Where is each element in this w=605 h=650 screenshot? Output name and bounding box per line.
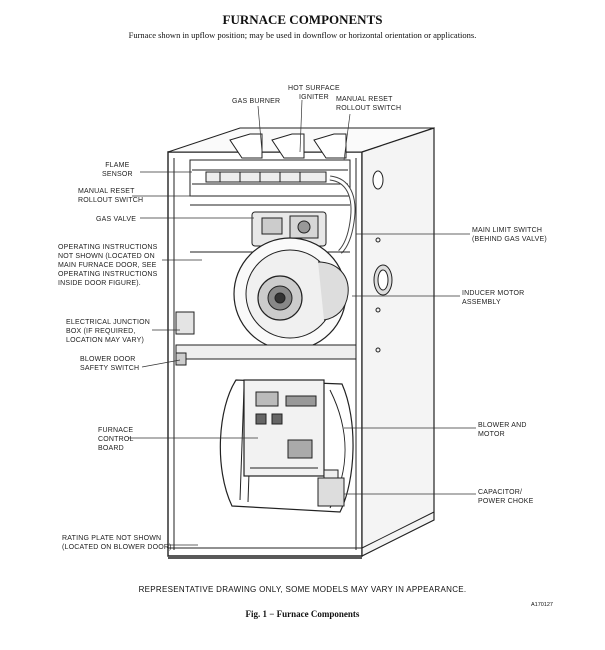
label-gas-valve: GAS VALVE <box>96 216 137 223</box>
capacitor <box>317 477 345 507</box>
drawing-code: A170127 <box>530 602 553 608</box>
page-title: FURNACE COMPONENTS <box>222 12 383 27</box>
junction-box <box>175 311 195 335</box>
label-furnace-control-board: FURNACE CONTROL BOARD <box>98 427 134 452</box>
label-electrical-junction-box: ELECTRICAL JUNCTION BOX (IF REQUIRED, LO… <box>66 319 151 344</box>
label-main-limit-switch: MAIN LIMIT SWITCH (BEHIND GAS VALVE) <box>472 227 547 243</box>
gas-valve <box>251 211 327 247</box>
label-manual-reset-rollout-top: MANUAL RESET ROLLOUT SWITCH <box>336 96 402 112</box>
label-rating-plate: RATING PLATE NOT SHOWN (LOCATED ON BLOWE… <box>62 535 172 551</box>
label-gas-burner: GAS BURNER <box>232 98 281 105</box>
representative-note: REPRESENTATIVE DRAWING ONLY, SOME MODELS… <box>138 585 467 594</box>
label-inducer-motor-assembly: INDUCER MOTOR ASSEMBLY <box>462 290 525 306</box>
page-subtitle: Furnace shown in upflow position; may be… <box>128 30 477 40</box>
control-board <box>243 379 325 477</box>
door-switch <box>175 352 187 366</box>
figure-caption: Fig. 1 − Furnace Components <box>245 609 360 619</box>
label-blower-door-safety-switch: BLOWER DOOR SAFETY SWITCH <box>80 356 140 372</box>
inducer-motor <box>233 237 349 351</box>
leader-lines <box>128 99 476 546</box>
label-flame-sensor: FLAME SENSOR <box>102 162 133 178</box>
label-blower-and-motor: BLOWER AND MOTOR <box>478 422 527 438</box>
label-capacitor-power-choke: CAPACITOR/ POWER CHOKE <box>478 489 534 505</box>
label-operating-instructions: OPERATING INSTRUCTIONS NOT SHOWN (LOCATE… <box>58 244 158 287</box>
label-manual-reset-rollout-left: MANUAL RESET ROLLOUT SWITCH <box>78 188 144 204</box>
label-hot-surface-igniter: HOT SURFACE IGNITER <box>288 85 340 101</box>
burner-assembly <box>189 133 351 197</box>
